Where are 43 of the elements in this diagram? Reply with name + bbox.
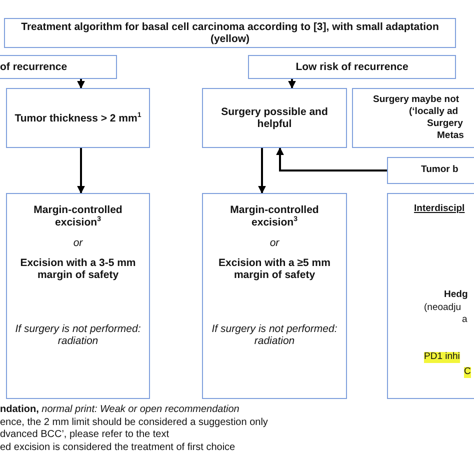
box-text: (neoadju <box>424 303 461 314</box>
footnote: ndation, normal print: Weak or open recommendation <box>0 404 240 416</box>
box-text: Tumor thickness > 2 mm$^{1}$ <box>14 112 142 124</box>
box-text: of recurrence <box>0 60 68 74</box>
box-text: Surgery possible and helpful <box>220 106 329 130</box>
box-text: Tumor b <box>421 165 458 176</box>
process-box <box>0 55 117 79</box>
box-text: a <box>462 315 468 326</box>
process-box <box>202 88 347 148</box>
box-text: Excision with a 3-5 mm margin of safety <box>19 256 137 281</box>
process-box <box>248 55 456 79</box>
box-text: (‘locally ad <box>409 107 458 118</box>
box-text: Surgery <box>427 119 463 130</box>
arrow <box>276 147 387 172</box>
box-text: Metas <box>437 131 464 142</box>
footnote: ed excision is considered the treatment of first choice <box>0 442 236 454</box>
box-text: If surgery is not performed: radiation <box>14 322 142 347</box>
arrow <box>258 148 266 194</box>
box-text: or <box>73 236 83 249</box>
box-text: PD1 inhi <box>424 352 460 363</box>
box-text: Treatment algorithm for basal cell carcinoma according to [3], with small adaptation (yellow) <box>20 20 440 46</box>
process-box <box>387 157 474 184</box>
box-text: Excision with a ≥5 mm margin of safety <box>218 256 332 281</box>
box-text: If surgery is not performed: radiation <box>210 322 338 347</box>
footnote: dvanced BCC’, please refer to the text <box>0 429 169 442</box>
box-text: C <box>464 367 471 378</box>
box-text: Surgery maybe not <box>373 95 460 106</box>
process-box <box>6 88 150 148</box>
process-box <box>4 18 456 48</box>
process-box <box>6 193 150 399</box>
box-text: Margin-controlled excision$^{3}$ <box>229 204 320 229</box>
process-box <box>352 88 474 148</box>
arrow <box>77 148 85 194</box>
box-text: Margin-controlled excision$^{3}$ <box>32 204 124 229</box>
box-text: or <box>270 236 280 249</box>
box-text: Hedg <box>444 290 468 301</box>
process-box <box>387 193 474 399</box>
arrow <box>77 79 85 89</box>
footnote: ence, the 2 mm limit should be considered a suggestion only <box>0 416 268 429</box>
box-text: Low risk of recurrence <box>296 60 408 74</box>
process-box <box>202 193 347 399</box>
arrow <box>288 79 296 89</box>
box-text: Interdiscipl <box>414 204 465 215</box>
